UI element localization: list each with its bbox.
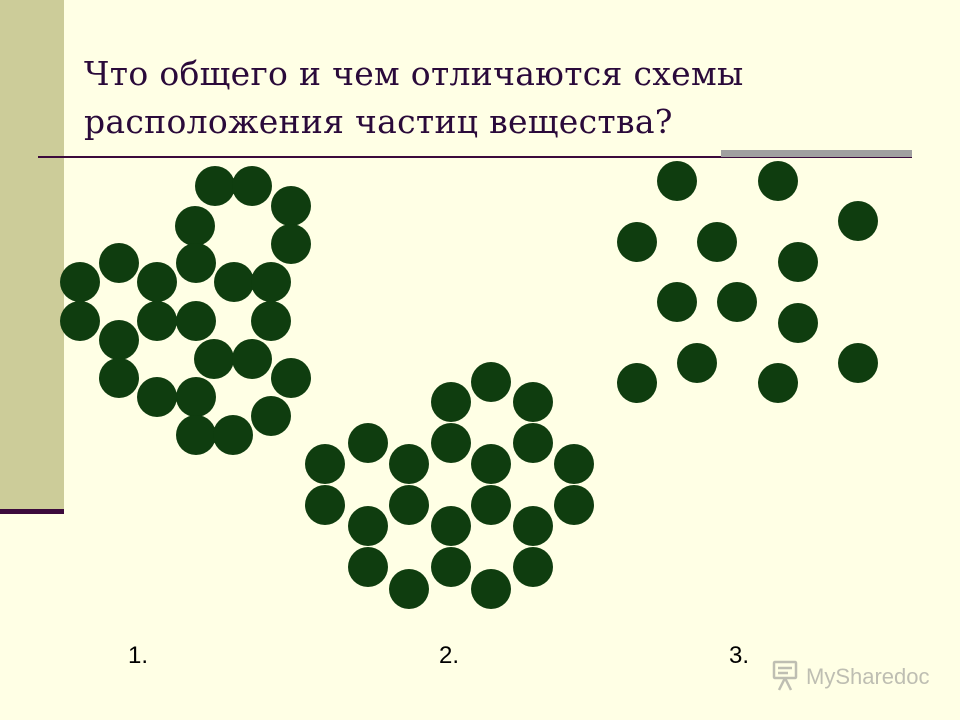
title-underline bbox=[38, 156, 912, 158]
particle bbox=[60, 262, 100, 302]
particle bbox=[717, 282, 757, 322]
particle bbox=[431, 547, 471, 587]
particle bbox=[471, 444, 511, 484]
particle bbox=[758, 363, 798, 403]
particle bbox=[697, 222, 737, 262]
particle bbox=[214, 262, 254, 302]
watermark-text: MySharedoc bbox=[806, 664, 930, 689]
particle bbox=[271, 224, 311, 264]
particle bbox=[617, 222, 657, 262]
scheme-2-particles bbox=[305, 362, 594, 609]
watermark-logo: MySharedoc bbox=[772, 660, 930, 691]
presentation-icon bbox=[772, 660, 798, 691]
particle bbox=[389, 485, 429, 525]
particle bbox=[431, 506, 471, 546]
particle bbox=[176, 377, 216, 417]
particle bbox=[232, 339, 272, 379]
particle bbox=[758, 161, 798, 201]
particle bbox=[176, 415, 216, 455]
scheme-label-3: 3. bbox=[729, 642, 750, 669]
particle bbox=[137, 377, 177, 417]
particle bbox=[778, 242, 818, 282]
particle bbox=[194, 339, 234, 379]
particle bbox=[513, 547, 553, 587]
particle bbox=[99, 243, 139, 283]
particle bbox=[471, 362, 511, 402]
particle bbox=[471, 569, 511, 609]
particle bbox=[305, 444, 345, 484]
particle bbox=[657, 282, 697, 322]
particle bbox=[60, 301, 100, 341]
particle bbox=[838, 201, 878, 241]
particle bbox=[251, 301, 291, 341]
particle bbox=[554, 444, 594, 484]
particle bbox=[137, 262, 177, 302]
particle bbox=[657, 161, 697, 201]
particle bbox=[176, 243, 216, 283]
side-accent-bar bbox=[0, 0, 64, 511]
particle bbox=[305, 485, 345, 525]
scheme-label-1: 1. bbox=[128, 642, 149, 669]
slide-title: Что общего и чем отличаются схемы распол… bbox=[84, 54, 744, 141]
particle bbox=[99, 320, 139, 360]
particle bbox=[471, 485, 511, 525]
particle bbox=[617, 363, 657, 403]
particle bbox=[513, 506, 553, 546]
title-underline-accent bbox=[721, 150, 912, 157]
particle bbox=[213, 415, 253, 455]
scheme-3-particles bbox=[617, 161, 878, 403]
scheme-label-2: 2. bbox=[439, 642, 460, 669]
side-accent-bar-foot bbox=[0, 509, 64, 514]
particle bbox=[232, 166, 272, 206]
particle bbox=[175, 206, 215, 246]
particle bbox=[271, 186, 311, 226]
particle bbox=[99, 358, 139, 398]
scheme-1-particles bbox=[60, 166, 311, 455]
particle bbox=[677, 343, 717, 383]
particle bbox=[271, 358, 311, 398]
particle bbox=[251, 396, 291, 436]
particle bbox=[513, 423, 553, 463]
particle bbox=[554, 485, 594, 525]
particle bbox=[389, 444, 429, 484]
particle bbox=[513, 382, 553, 422]
particle bbox=[348, 547, 388, 587]
particle bbox=[137, 301, 177, 341]
particle bbox=[195, 166, 235, 206]
particle bbox=[431, 382, 471, 422]
particle bbox=[838, 343, 878, 383]
particle bbox=[348, 506, 388, 546]
particle bbox=[176, 301, 216, 341]
particle bbox=[389, 569, 429, 609]
particle bbox=[251, 262, 291, 302]
particle bbox=[348, 423, 388, 463]
particle bbox=[778, 303, 818, 343]
particle bbox=[431, 423, 471, 463]
